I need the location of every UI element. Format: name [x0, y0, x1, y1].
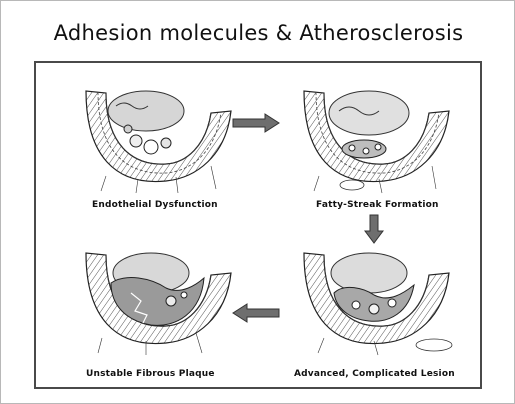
- diagram-frame: Endothelial Dysfunction: [34, 61, 482, 389]
- stage-advanced-lesion-illustration: [294, 233, 454, 363]
- stage-caption-endothelial-dysfunction: Endothelial Dysfunction: [92, 200, 218, 210]
- slide-title: Adhesion molecules & Atherosclerosis: [1, 21, 515, 45]
- stage-caption-fatty-streak: Fatty-Streak Formation: [316, 200, 439, 210]
- stage-caption-advanced-lesion: Advanced, Complicated Lesion: [294, 369, 455, 379]
- stage-fatty-streak-illustration: [294, 71, 454, 201]
- stage-unstable-plaque-illustration: [76, 233, 236, 363]
- left-arrow-icon: [231, 303, 281, 323]
- stage-caption-unstable-plaque: Unstable Fibrous Plaque: [86, 369, 215, 379]
- artery-cross-section-icon: [76, 71, 236, 201]
- stage-endothelial-dysfunction-illustration: [76, 71, 236, 201]
- down-arrow-icon: [364, 213, 384, 245]
- right-arrow-icon: [231, 113, 281, 133]
